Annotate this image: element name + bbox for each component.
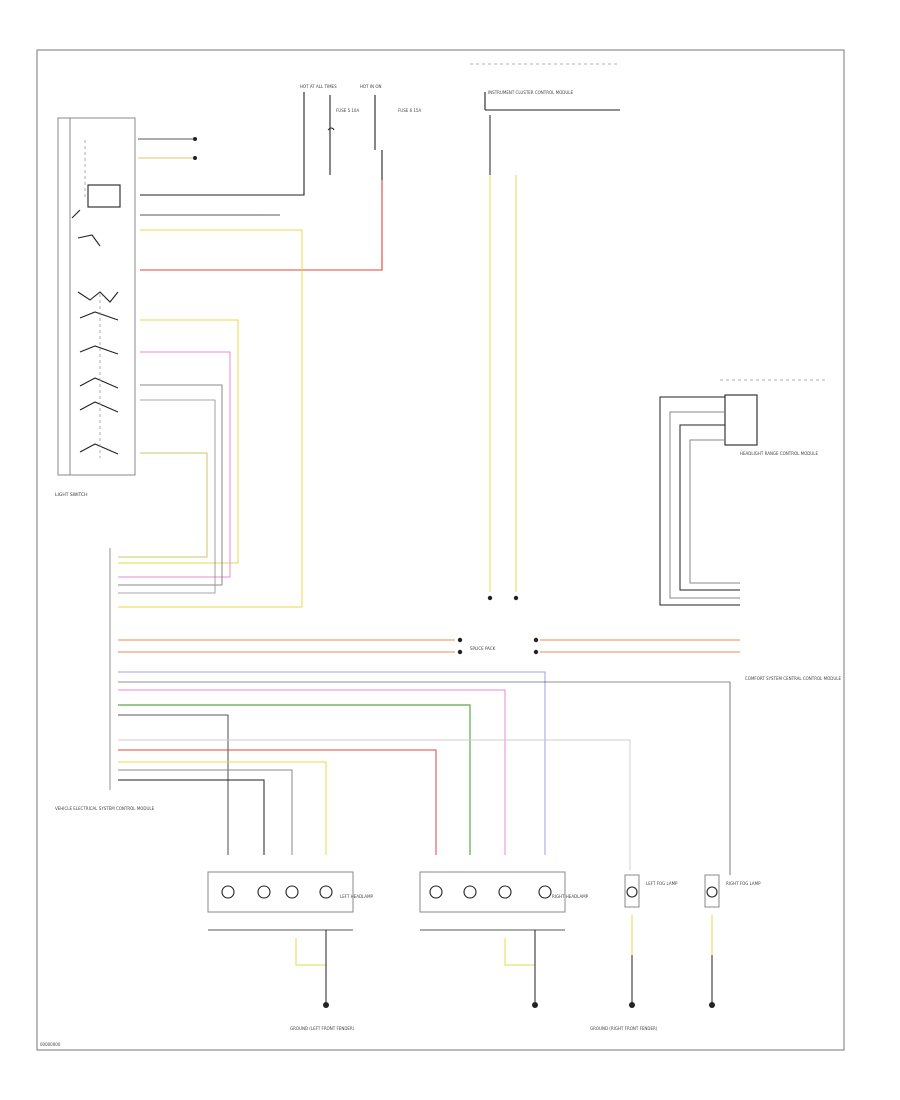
can-bus: SPLICE PACK COMFORT SYSTEM CENTRAL CONTR… bbox=[118, 637, 842, 681]
left-fog-lamp: LEFT FOG LAMP GROUND (RIGHT FRONT FENDER… bbox=[590, 874, 678, 1031]
light-switch-label: LIGHT SWITCH bbox=[55, 492, 88, 498]
fuse-block: HOT AT ALL TIMES HOT IN ON FUSE 5 10A FU… bbox=[140, 84, 421, 271]
instrument-cluster-label: INSTRUMENT CLUSTER CONTROL MODULE bbox=[488, 90, 573, 95]
fuse-b-hot: HOT IN ON bbox=[360, 84, 381, 89]
onboard-supply-label: VEHICLE ELECTRICAL SYSTEM CONTROL MODULE bbox=[55, 806, 155, 811]
comfort-module-label: COMFORT SYSTEM CENTRAL CONTROL MODULE bbox=[745, 676, 842, 681]
figure-number: 00000000 bbox=[40, 1042, 61, 1047]
splice-label: SPLICE PACK bbox=[470, 646, 496, 651]
left-headlamp-label: LEFT HEADLAMP bbox=[340, 894, 374, 899]
instrument-cluster: INSTRUMENT CLUSTER CONTROL MODULE bbox=[470, 63, 620, 601]
right-fog-label: RIGHT FOG LAMP bbox=[726, 881, 761, 886]
headlight-range-label: HEADLIGHT RANGE CONTROL MODULE bbox=[740, 451, 818, 456]
fuse-a-hot: HOT AT ALL TIMES bbox=[300, 84, 337, 89]
ground-right-label: GROUND (RIGHT FRONT FENDER) bbox=[590, 1026, 658, 1031]
right-fog-lamp: RIGHT FOG LAMP bbox=[704, 874, 761, 1008]
ground-left-label: GROUND (LEFT FRONT FENDER) bbox=[290, 1026, 355, 1031]
left-fog-label: LEFT FOG LAMP bbox=[646, 881, 678, 886]
right-headlamp-label: RIGHT HEADLAMP bbox=[552, 894, 589, 899]
right-headlamp: RIGHT HEADLAMP bbox=[419, 871, 589, 1008]
light-switch: LIGHT SWITCH bbox=[55, 117, 197, 498]
fuse-b-label: FUSE 6 15A bbox=[398, 108, 421, 113]
headlight-range-module: HEADLIGHT RANGE CONTROL MODULE bbox=[659, 379, 825, 606]
left-headlamp: LEFT HEADLAMP GROUND (LEFT FRONT FENDER) bbox=[207, 871, 374, 1031]
diagram-frame bbox=[36, 49, 845, 1051]
fuse-a-label: FUSE 5 10A bbox=[336, 108, 359, 113]
